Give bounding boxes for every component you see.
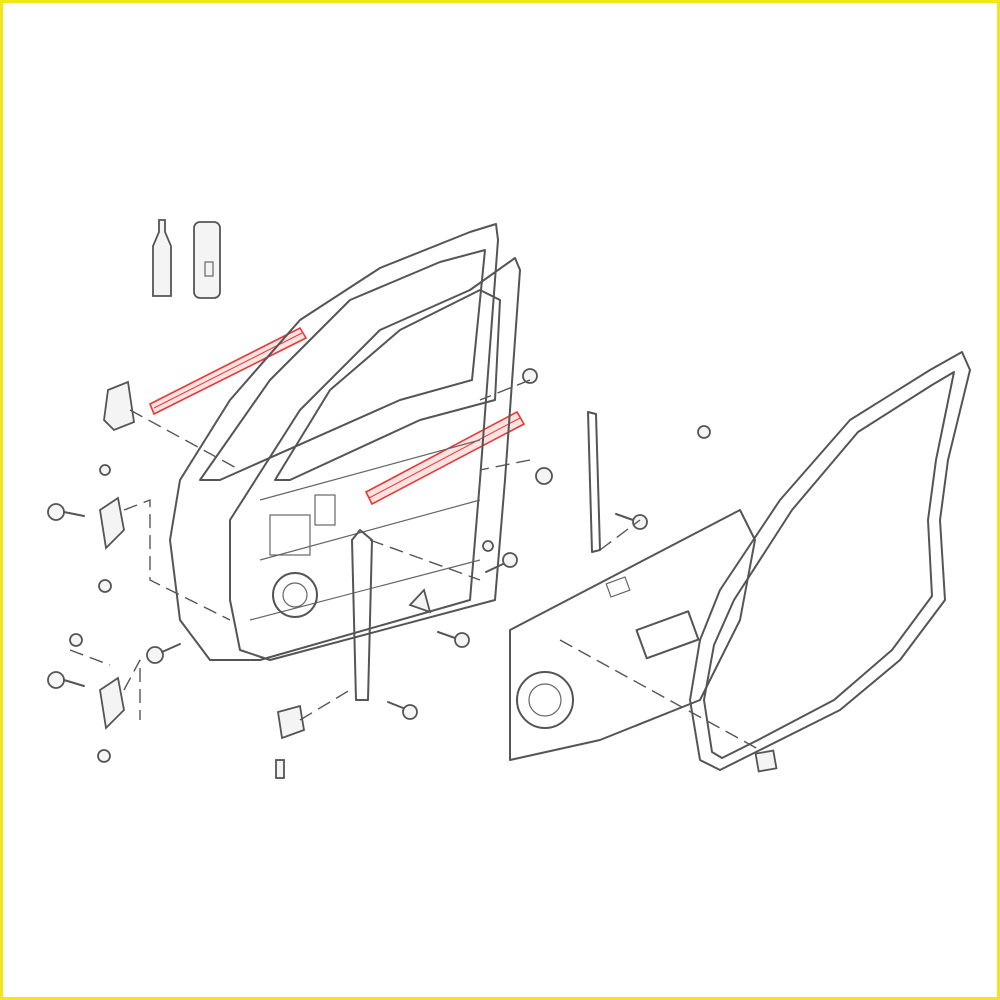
spray-can bbox=[193, 221, 221, 299]
window-channel bbox=[351, 411, 601, 701]
door-trim-panel bbox=[509, 509, 756, 761]
door-exploded-diagram bbox=[47, 219, 971, 779]
sealant-tube bbox=[152, 219, 172, 297]
hinge-lower bbox=[99, 676, 125, 730]
hinge-upper bbox=[99, 380, 135, 550]
clips bbox=[408, 588, 432, 614]
door-check bbox=[275, 704, 306, 779]
door-seal bbox=[689, 351, 971, 773]
leader-lines bbox=[69, 379, 761, 751]
bolts bbox=[47, 368, 711, 763]
door-shell bbox=[169, 223, 521, 661]
inner-weatherstrip bbox=[364, 410, 526, 506]
